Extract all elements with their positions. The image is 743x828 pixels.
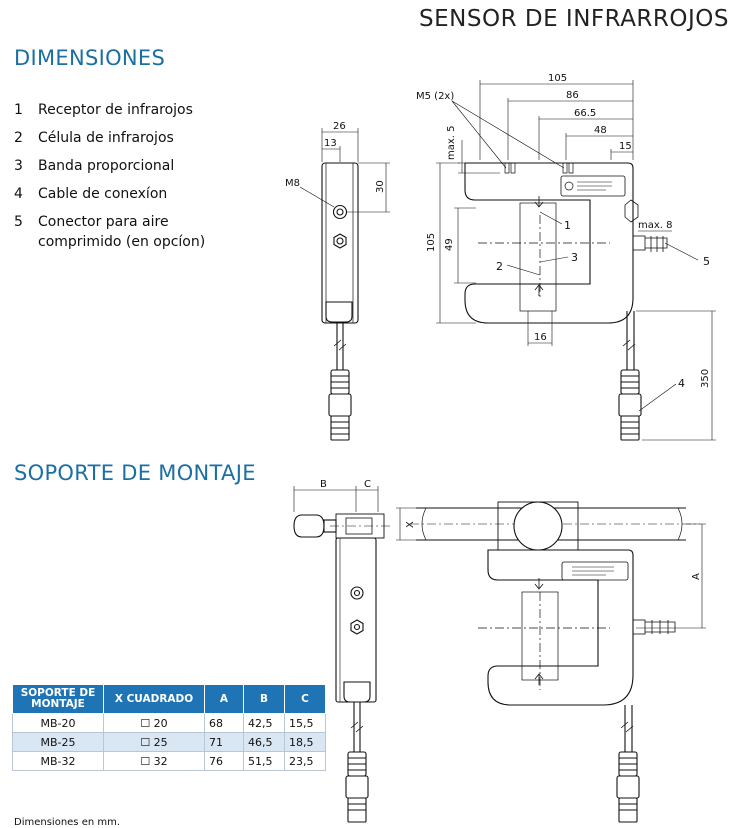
callout-2: 2 (496, 260, 503, 273)
col-header-b: B (243, 684, 285, 714)
col-header-x: X CUADRADO (103, 684, 205, 714)
mount-table: SOPORTE DE MONTAJE X CUADRADO A B C MB-2… (12, 684, 326, 771)
dim-cable-length: 350 (700, 369, 711, 388)
legend-number: 2 (14, 130, 23, 146)
table-cell: ☐ 20 (103, 713, 205, 733)
dim-86: 86 (566, 90, 579, 101)
legend-label: Célula de infrarojos (38, 130, 174, 146)
table-cell: 76 (204, 751, 244, 771)
legend-list: 1 Receptor de infrarojos 2 Célula de infra… (14, 96, 254, 252)
dim-side-inner: 13 (324, 138, 337, 149)
table-row: MB-25 ☐ 25 71 46,5 18,5 (12, 732, 326, 752)
table-cell: ☐ 32 (103, 751, 205, 771)
legend-item: 1 Receptor de infrarojos (14, 96, 254, 124)
section-title-dimensions: DIMENSIONES (14, 46, 166, 70)
legend-number: 1 (14, 102, 23, 118)
dim-x: X (405, 521, 416, 528)
legend-number: 3 (14, 158, 23, 174)
mount-front-drawing (396, 501, 706, 823)
callout-1: 1 (564, 219, 571, 232)
col-header-a: A (204, 684, 244, 714)
table-cell: MB-25 (12, 732, 104, 752)
legend-label: Cable de conexíon (38, 186, 168, 202)
dim-15: 15 (619, 141, 632, 152)
legend-number: 4 (14, 186, 23, 202)
dim-b: B (320, 479, 327, 490)
table-cell: 23,5 (284, 751, 326, 771)
table-cell: 46,5 (243, 732, 285, 752)
legend-item: 2 Célula de infrarojos (14, 124, 254, 152)
legend-label: Receptor de infrarojos (38, 102, 193, 118)
page-title: SENSOR DE INFRARROJOS (419, 6, 729, 32)
table-cell: 15,5 (284, 713, 326, 733)
dim-overall-height: 105 (426, 233, 437, 252)
dim-overall-width: 105 (548, 73, 567, 84)
legend-label: Conector para aire comprimido (en opcíon… (38, 214, 206, 250)
table-cell: MB-32 (12, 751, 104, 771)
legend-item: 4 Cable de conexíon (14, 180, 254, 208)
dim-max-8: max. 8 (638, 220, 673, 231)
dim-side-hole-drop: 30 (375, 180, 386, 193)
table-row: MB-32 ☐ 32 76 51,5 23,5 (12, 751, 326, 771)
label-thread-m8: M8 (285, 178, 300, 189)
table-cell: 71 (204, 732, 244, 752)
table-cell: 51,5 (243, 751, 285, 771)
legend-label: Banda proporcional (38, 158, 175, 174)
front-view-drawing (436, 80, 716, 441)
label-thread-m5: M5 (2x) (416, 91, 454, 102)
dim-c: C (364, 479, 371, 490)
dim-max-5: max. 5 (446, 125, 457, 160)
section-title-mount: SOPORTE DE MONTAJE (14, 461, 256, 485)
dim-side-width: 26 (333, 121, 346, 132)
dim-a: A (691, 573, 702, 580)
legend-number: 5 (14, 214, 23, 230)
table-cell: 18,5 (284, 732, 326, 752)
dim-48: 48 (594, 125, 607, 136)
legend-item: 3 Banda proporcional (14, 152, 254, 180)
side-view-drawing (299, 128, 390, 441)
footnote: Dimensiones en mm. (14, 817, 121, 828)
callout-3: 3 (571, 251, 578, 264)
table-row: MB-20 ☐ 20 68 42,5 15,5 (12, 713, 326, 733)
table-header-row: SOPORTE DE MONTAJE X CUADRADO A B C (12, 684, 326, 714)
legend-item: 5 Conector para aire comprimido (en opcío… (14, 208, 254, 252)
table-cell: ☐ 25 (103, 732, 205, 752)
callout-5: 5 (703, 255, 710, 268)
dim-66-5: 66.5 (574, 108, 596, 119)
col-header-soporte: SOPORTE DE MONTAJE (12, 684, 104, 714)
table-cell: 42,5 (243, 713, 285, 733)
mount-side-drawing (293, 486, 390, 823)
col-header-c: C (284, 684, 326, 714)
callout-4: 4 (678, 377, 685, 390)
table-cell: MB-20 (12, 713, 104, 733)
dim-slot-width: 16 (534, 332, 547, 343)
table-cell: 68 (204, 713, 244, 733)
dim-slot-height: 49 (444, 238, 455, 251)
